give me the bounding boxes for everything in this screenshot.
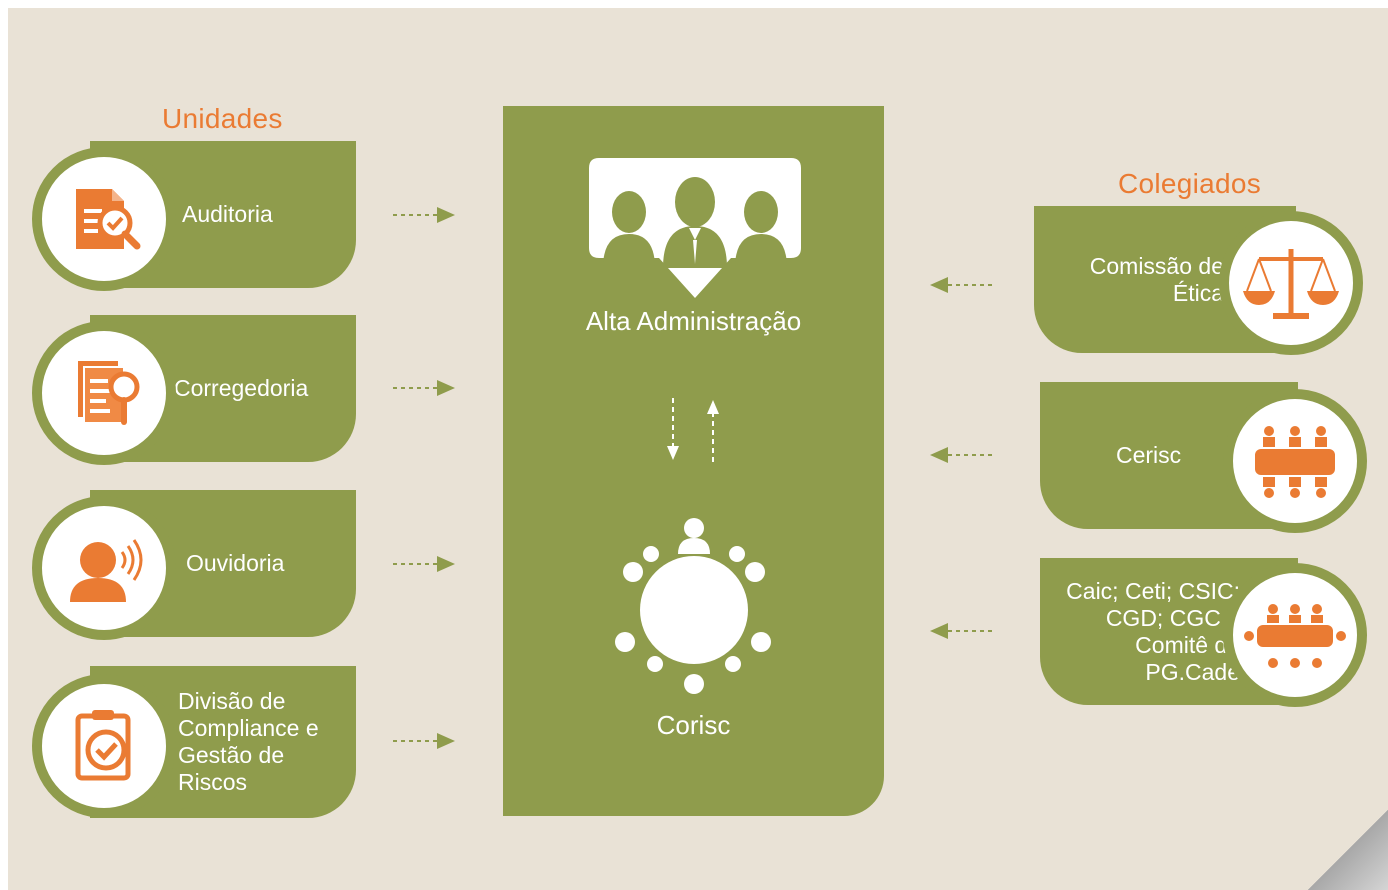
bidirectional-arrows-icon <box>667 398 719 462</box>
arrow-right-icon <box>393 207 455 223</box>
unit-label: Divisão de Compliance e Gestão de Riscos <box>178 688 319 795</box>
collegiates-title: Colegiados <box>1118 168 1262 199</box>
arrow-right-icon <box>393 556 455 572</box>
executives-group-icon <box>589 158 801 298</box>
unit-label: Auditoria <box>182 201 273 227</box>
unit-label: Corregedoria <box>174 375 309 401</box>
arrow-right-icon <box>393 380 455 396</box>
round-table-meeting-icon <box>615 518 771 694</box>
center-panel: Alta Administração Corisc <box>503 106 884 816</box>
arrow-right-icon <box>393 733 455 749</box>
inspection-document-icon <box>32 321 176 465</box>
audit-document-icon <box>32 147 176 291</box>
collegiate-label: Comissão de Ética <box>1089 252 1224 306</box>
clipboard-check-icon <box>32 674 176 818</box>
collegiate-label: Cerisc <box>1116 442 1182 468</box>
collegiate-label: Caic; Ceti; CSIC; CGD; CGC e Comitê do P… <box>1066 578 1240 685</box>
person-speaking-icon <box>32 496 176 640</box>
units-title: Unidades <box>162 103 283 134</box>
corisc-label: Corisc <box>656 710 731 740</box>
meeting-table-icon <box>1223 389 1367 533</box>
scales-of-justice-icon <box>1219 211 1363 355</box>
alta-administracao-label: Alta Administração <box>585 306 802 336</box>
arrow-left-icon <box>930 277 992 293</box>
committee-table-icon <box>1223 563 1367 707</box>
unit-label: Ouvidoria <box>186 550 285 576</box>
arrow-left-icon <box>930 623 992 639</box>
arrow-left-icon <box>930 447 992 463</box>
